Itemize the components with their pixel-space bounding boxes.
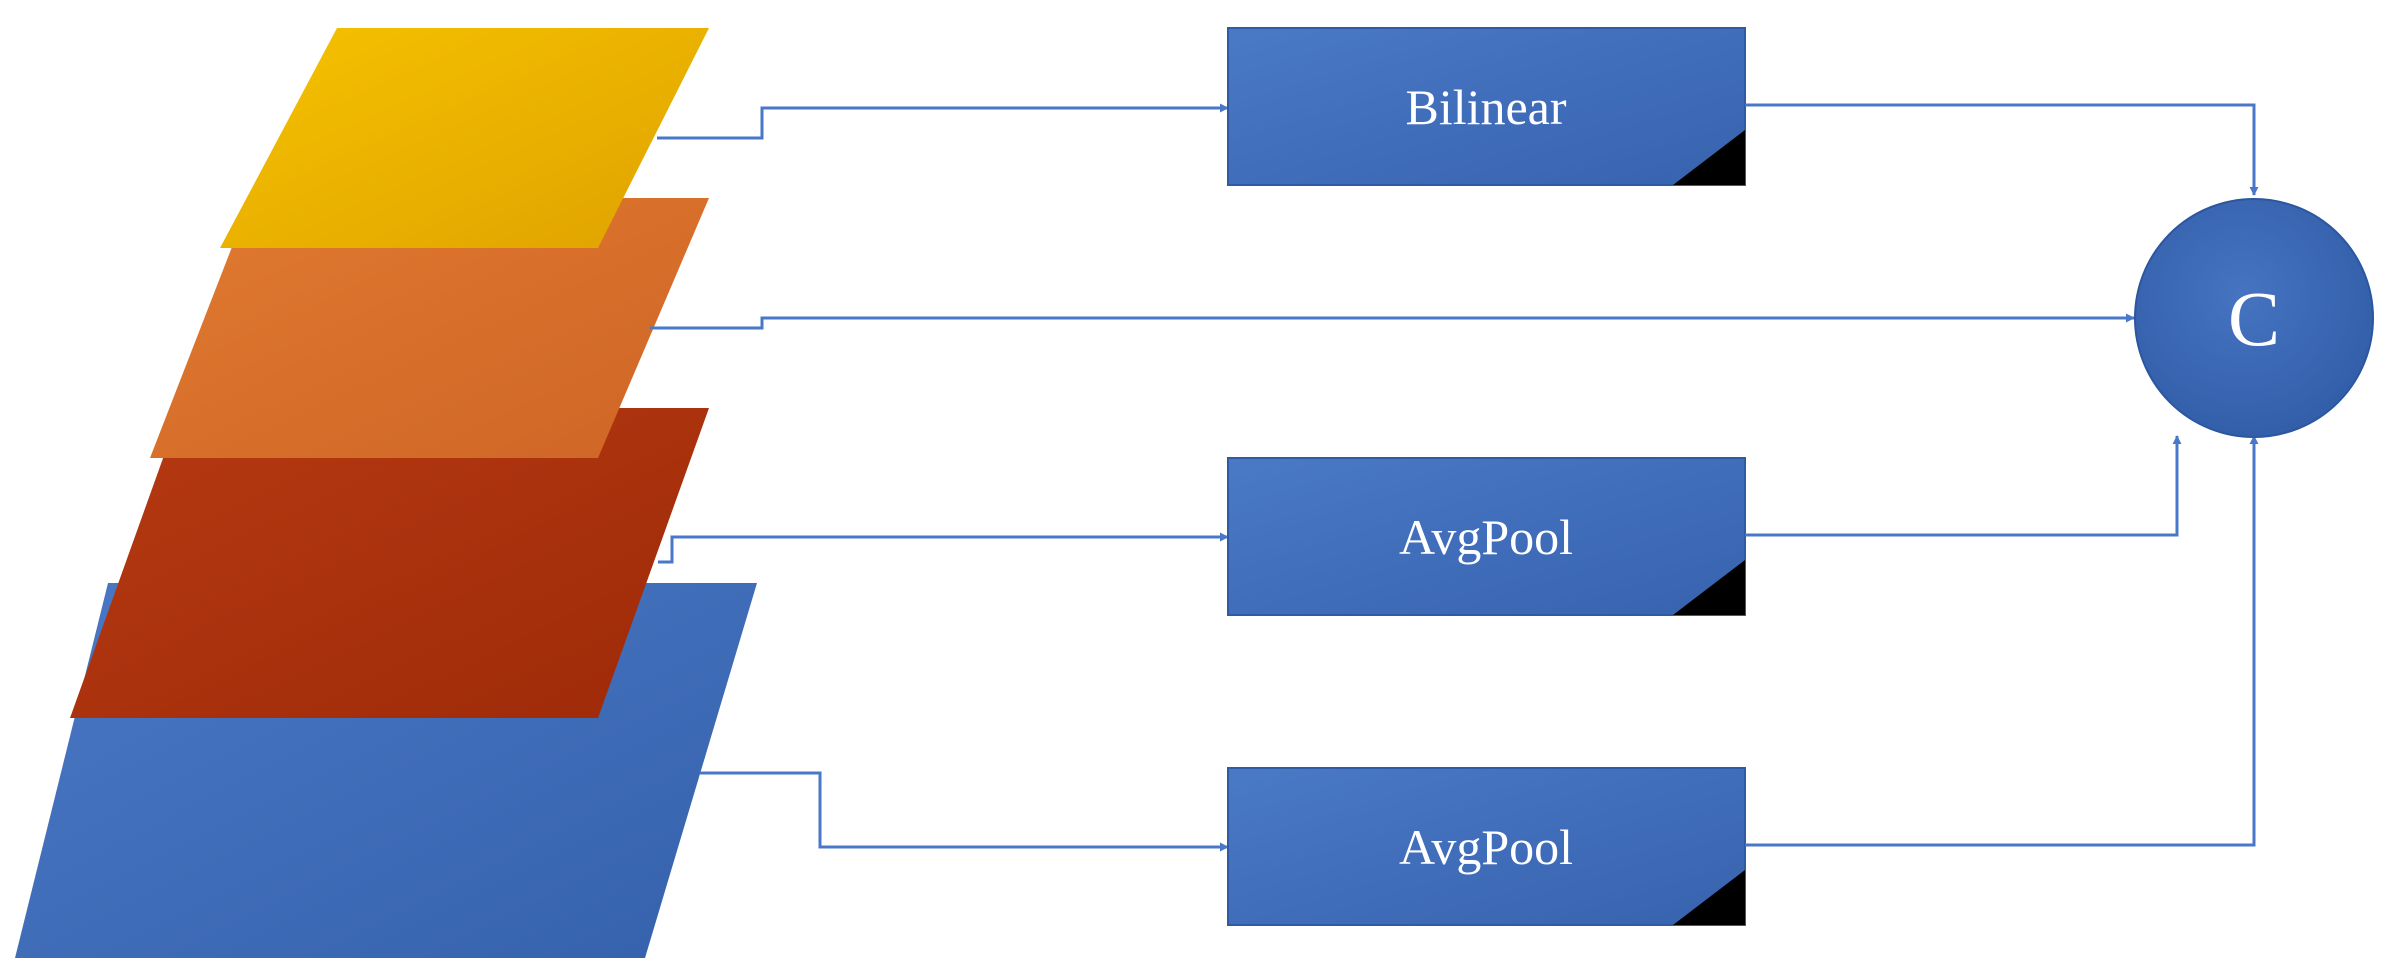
concat-label: C [2228,275,2280,362]
input-connectors [650,103,2135,852]
feature-map-stack [15,28,757,958]
feature-layer-orange [150,198,709,458]
feature-layer-red [70,408,709,718]
connector-yellow-to-bilinear [657,103,1229,140]
connector-avgpool-2-to-concat [1745,435,2259,847]
avgpool-1-label: AvgPool [1399,509,1573,565]
block-corner-mark [1673,130,1745,185]
bilinear-label: Bilinear [1405,79,1566,135]
bilinear-block: Bilinear [1227,27,1746,186]
block-corner-mark [1673,870,1745,925]
connector-red-to-avgpool-1 [658,532,1229,564]
connector-orange-to-concat [650,313,2135,330]
concat-node: C [2134,198,2374,438]
block-corner-mark [1673,560,1745,615]
feature-layer-yellow [220,28,709,248]
avgpool-block-2: AvgPool [1227,767,1746,926]
connector-blue-to-avgpool-2 [700,771,1229,852]
avgpool-2-label: AvgPool [1399,819,1573,875]
connector-bilinear-to-concat [1745,103,2259,196]
avgpool-block-1: AvgPool [1227,457,1746,616]
connector-avgpool-1-to-concat [1745,435,2182,537]
output-connectors [1745,103,2259,847]
